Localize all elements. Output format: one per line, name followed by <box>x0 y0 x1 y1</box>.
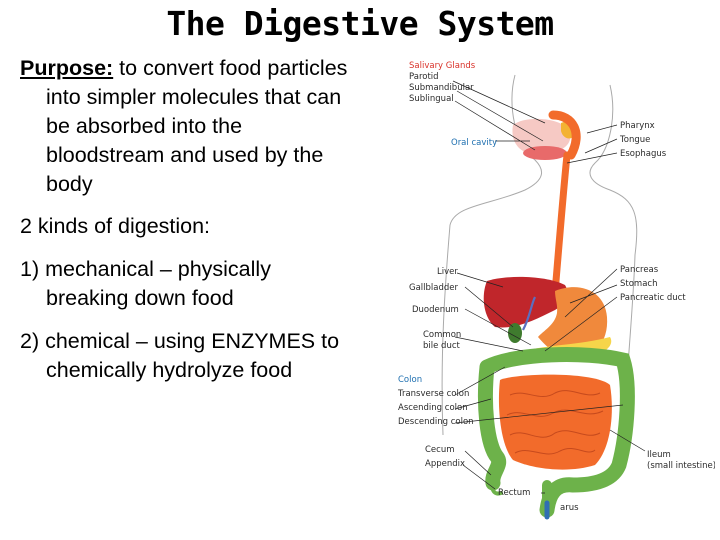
purpose-line-3: be absorbed into the <box>46 114 243 138</box>
purpose-text-1: to convert food particles <box>113 56 348 80</box>
body-outline <box>449 74 638 456</box>
label-parotid: Parotid <box>409 72 439 82</box>
label-rectum: Rectum <box>498 488 530 498</box>
stomach <box>538 287 608 359</box>
chemical-line-1: 2) chemical – using ENZYMES to <box>20 329 340 353</box>
tongue <box>523 146 567 160</box>
small-intestine-folds <box>506 390 604 455</box>
chemical-line-2: chemically hydrolyze food <box>46 358 293 382</box>
purpose-label: Purpose: <box>20 56 114 80</box>
label-salivary-glands: Salivary Glands <box>409 61 476 71</box>
purpose-line-1: Purpose: to convert food particles <box>20 54 347 83</box>
label-pancreas: Pancreas <box>620 265 659 275</box>
label-sublingual: Sublingual <box>409 94 454 104</box>
label-common: Common <box>423 330 461 340</box>
label-oral-cavity: Oral cavity <box>451 138 497 148</box>
label-esophagus: Esophagus <box>620 149 667 159</box>
leader-lines <box>452 80 646 494</box>
label-gallbladder: Gallbladder <box>409 283 459 293</box>
pharynx <box>548 110 581 160</box>
label-anus: arus <box>560 503 579 513</box>
label-ileum: Ileum <box>647 450 671 460</box>
purpose-line-4: bloodstream and used by the <box>46 143 324 167</box>
bile-duct <box>522 296 536 331</box>
kinds-text: 2 kinds of digestion: <box>20 214 211 238</box>
body-outline-left <box>441 224 451 436</box>
large-intestine <box>478 347 635 518</box>
mechanical-line-1: 1) mechanical – physically <box>20 257 271 281</box>
kinds-of-digestion: 2 kinds of digestion: <box>20 212 210 241</box>
label-cecum: Cecum <box>425 445 455 455</box>
label-appendix: Appendix <box>425 459 465 469</box>
oral-cavity-label-box <box>447 132 505 148</box>
label-duodenum: Duodenum <box>412 305 459 315</box>
label-submandibular: Submandibular <box>409 83 474 93</box>
nasal-oral-region <box>512 118 571 155</box>
label-small-intestine: (small intestine) <box>647 461 715 471</box>
label-bile-duct: bile duct <box>423 341 461 351</box>
gallbladder <box>508 323 522 343</box>
label-tongue: Tongue <box>619 135 650 145</box>
purpose-line-2: into simpler molecules that can <box>46 85 342 109</box>
digestive-system-diagram: Salivary Glands Parotid Submandibular Su… <box>397 61 715 520</box>
slide-title: The Digestive System <box>166 4 554 43</box>
label-ascending-colon: Ascending colon <box>398 403 468 413</box>
label-descending-colon: Descending colon <box>398 417 474 427</box>
mechanical-item: 1) mechanical – physically breaking down… <box>20 255 271 313</box>
chemical-item: 2) chemical – using ENZYMES to chemicall… <box>20 327 339 385</box>
small-intestine <box>498 374 612 470</box>
appendix <box>490 481 503 496</box>
liver <box>483 276 568 328</box>
label-stomach: Stomach <box>620 279 657 289</box>
esophagus <box>551 151 571 297</box>
label-pharynx: Pharynx <box>620 121 655 131</box>
purpose-paragraph: Purpose: to convert food particles into … <box>20 54 347 199</box>
label-colon: Colon <box>398 375 422 385</box>
label-transverse-colon: Transverse colon <box>397 389 469 399</box>
purpose-line-5: body <box>46 172 93 196</box>
label-liver: Liver <box>437 267 458 277</box>
label-pancreatic-duct: Pancreatic duct <box>620 293 686 303</box>
mechanical-line-2: breaking down food <box>46 286 234 310</box>
